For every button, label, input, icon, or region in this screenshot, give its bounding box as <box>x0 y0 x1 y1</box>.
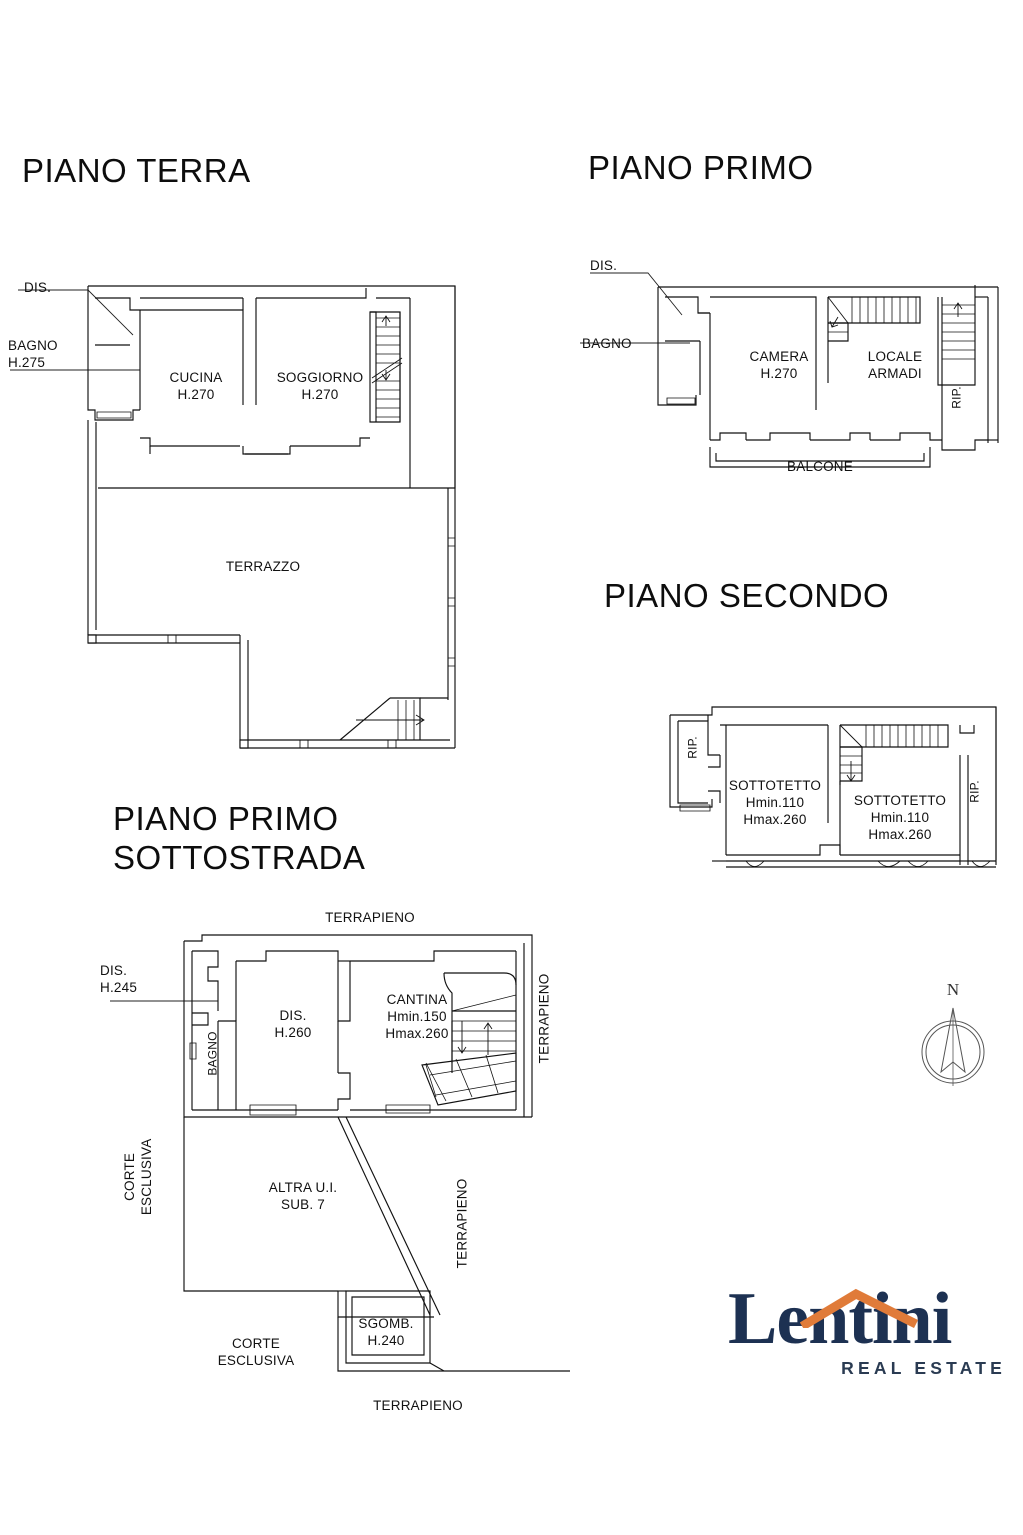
label-sottotetto-left: SOTTOTETTO Hmin.110 Hmax.260 <box>728 778 822 827</box>
label-dis-h260: DIS. H.260 <box>274 1008 312 1040</box>
label-cucina: CUCINA H.270 <box>169 370 223 402</box>
label-bagno-piano-terra: BAGNO H.275 <box>8 338 58 370</box>
label-bagno-sottostrada: BAGNO <box>205 1031 220 1076</box>
company-logo: Lentini REAL ESTATE <box>728 1282 1008 1402</box>
plan-title-piano-terra: PIANO TERRA <box>22 152 251 189</box>
compass-needle-icon <box>921 1007 985 1086</box>
label-camera: CAMERA H.270 <box>749 349 809 381</box>
plan-title-piano-primo-sottostrada: PIANO PRIMO SOTTOSTRADA <box>113 800 366 876</box>
piano-terra-drawing <box>10 285 456 749</box>
label-terrazzo: TERRAZZO <box>225 559 301 574</box>
label-locale-armadi: LOCALE ARMADI <box>867 349 923 381</box>
label-rip-secondo-right: RIP. <box>967 780 982 803</box>
label-bagno-piano-primo: BAGNO <box>582 336 632 351</box>
plan-title-piano-secondo: PIANO SECONDO <box>604 577 890 614</box>
label-balcone: BALCONE <box>787 459 853 474</box>
label-cantina: CANTINA Hmin.150 Hmax.260 <box>385 992 449 1041</box>
label-rip-piano-primo: RIP. <box>949 386 964 409</box>
label-terrapieno-mid: TERRAPIENO <box>454 1178 470 1269</box>
label-terrapieno-right: TERRAPIENO <box>536 973 552 1064</box>
label-dis-h245: DIS. H.245 <box>100 963 138 995</box>
label-altra-ui: ALTRA U.I. SUB. 7 <box>268 1180 338 1212</box>
label-terrapieno-bottom: TERRAPIENO <box>373 1398 463 1413</box>
piano-secondo-drawing <box>669 706 997 868</box>
logo-subtitle: REAL ESTATE <box>841 1358 1006 1378</box>
label-sottotetto-right: SOTTOTETTO Hmin.110 Hmax.260 <box>853 793 947 842</box>
label-soggiorno: SOGGIORNO H.270 <box>276 370 364 402</box>
plan-title-piano-primo: PIANO PRIMO <box>588 149 814 186</box>
label-corte-esclusiva-left: CORTE ESCLUSIVA <box>122 1138 154 1216</box>
label-dis-piano-primo: DIS. <box>590 258 618 273</box>
compass-rose: N <box>908 980 998 1090</box>
label-sgomb: SGOMB. H.240 <box>358 1316 414 1348</box>
roof-accent-icon <box>800 1288 919 1328</box>
piano-primo-sottostrada-drawing <box>110 934 570 1372</box>
piano-primo-drawing <box>580 272 999 468</box>
label-dis-piano-terra: DIS. <box>24 280 52 295</box>
compass-north-label: N <box>946 980 960 999</box>
label-corte-esclusiva-bottom: CORTE ESCLUSIVA <box>217 1336 295 1368</box>
label-rip-secondo-left: RIP. <box>685 736 700 759</box>
label-terrapieno-top: TERRAPIENO <box>325 910 415 925</box>
